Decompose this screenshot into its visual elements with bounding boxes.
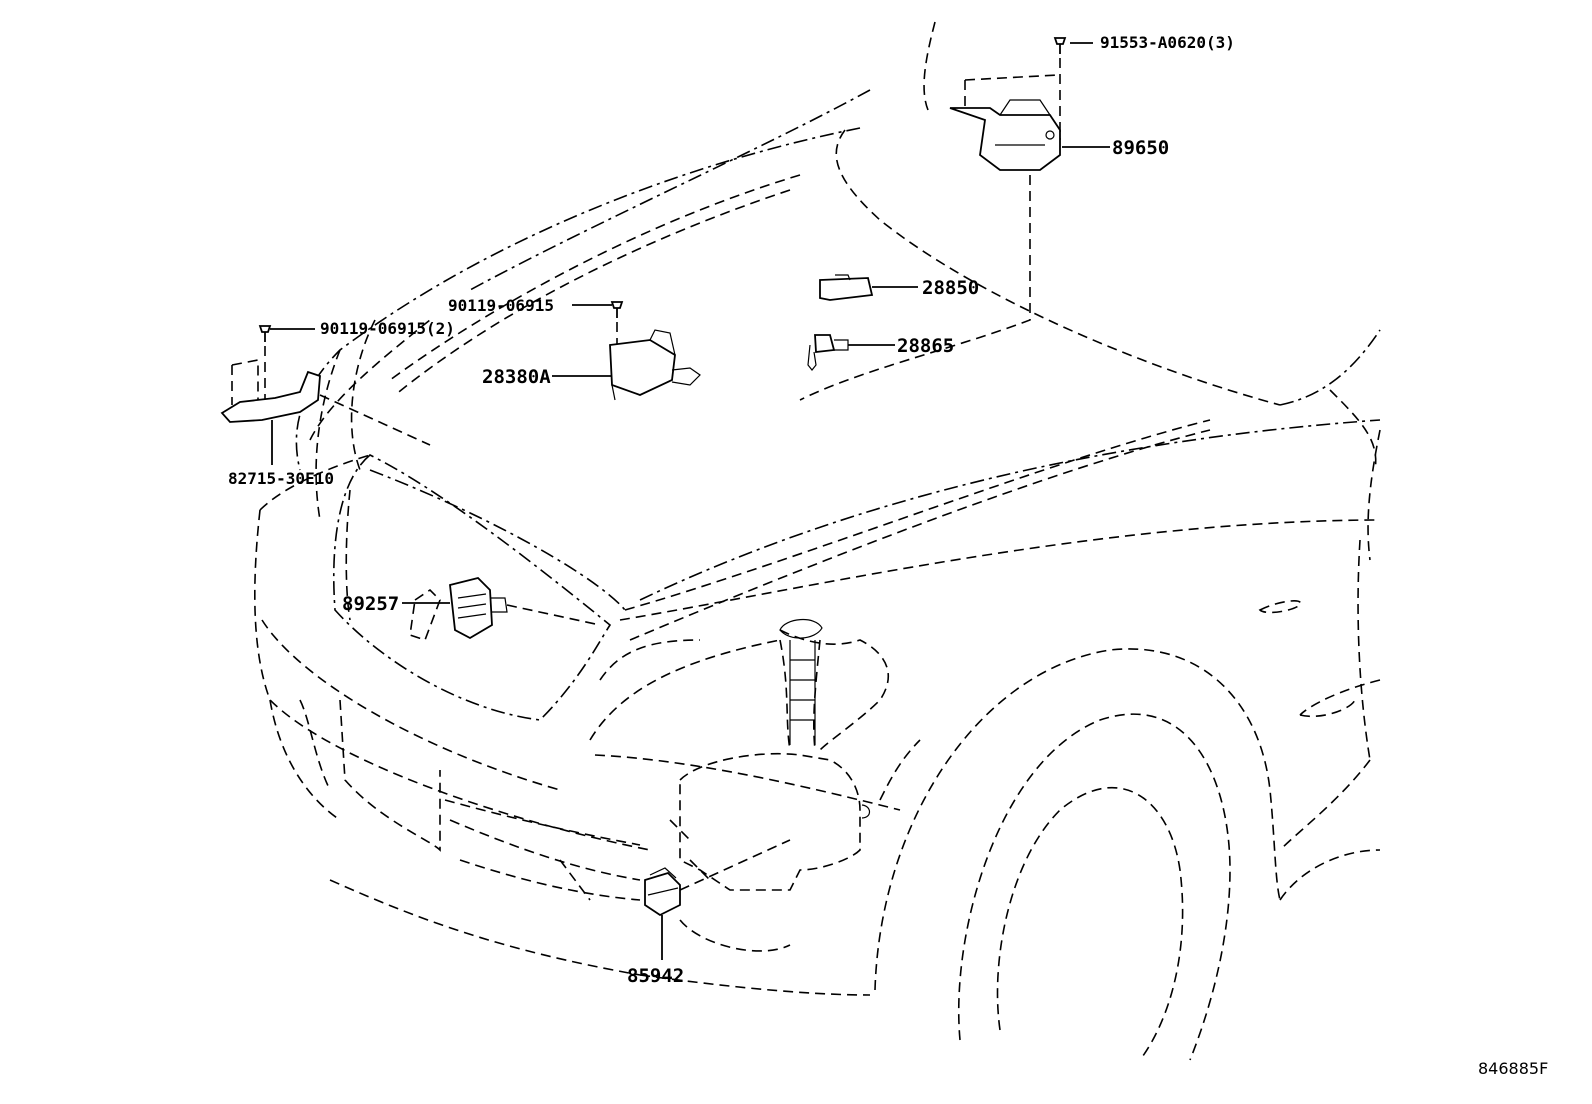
label-82715: 82715-30E10 <box>228 469 334 488</box>
label-28380A: 28380A <box>482 366 551 388</box>
part-labels: 91553-A0620(3) 89650 28850 28865 90119-0… <box>228 33 1548 1078</box>
part-28865 <box>807 334 895 371</box>
part-28380A-assembly <box>552 301 701 401</box>
part-85942 <box>644 839 791 960</box>
label-28865: 28865 <box>897 335 954 357</box>
label-85942: 85942 <box>627 965 684 987</box>
part-89650-assembly <box>799 37 1110 401</box>
part-28850 <box>819 274 918 301</box>
label-90119-b: 90119-06915(2) <box>320 319 455 338</box>
illustration-code: 846885F <box>1478 1059 1548 1078</box>
part-82715-bracket <box>220 325 431 465</box>
label-90119-a: 90119-06915 <box>448 296 554 315</box>
part-89257 <box>402 577 601 642</box>
washer-tank-outline <box>669 619 890 891</box>
label-89257: 89257 <box>342 593 399 615</box>
label-28850: 28850 <box>922 277 979 299</box>
vehicle-body-outline <box>253 21 1381 1061</box>
label-89650: 89650 <box>1112 137 1169 159</box>
label-91553: 91553-A0620(3) <box>1100 33 1235 52</box>
